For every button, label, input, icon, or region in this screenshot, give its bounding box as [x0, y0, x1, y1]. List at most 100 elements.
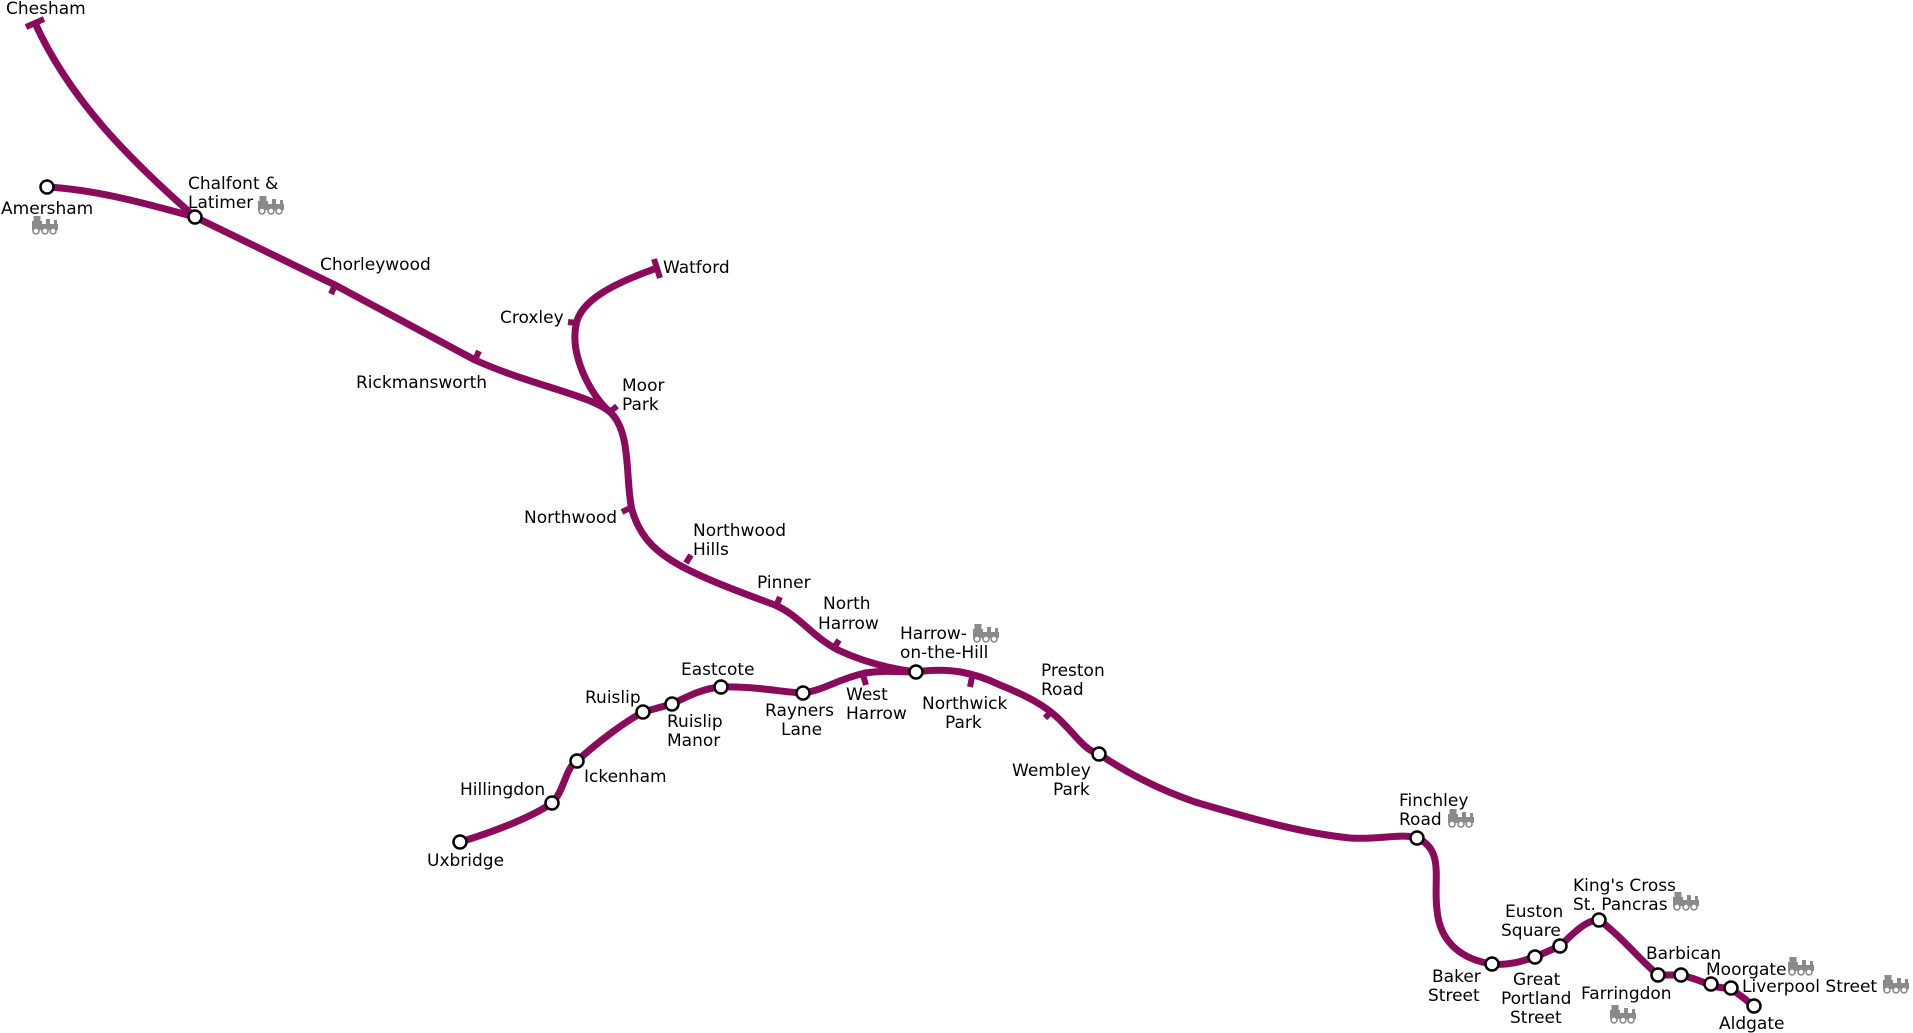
uxbridge-label[interactable]: Uxbridge	[427, 851, 504, 871]
pinner-tick	[773, 595, 783, 608]
kings-cross-label-line-1[interactable]: King's Cross	[1573, 876, 1676, 896]
chorleywood-tick	[328, 283, 338, 296]
ruislip-manor-label-line-2[interactable]: Manor	[667, 731, 720, 751]
finchley-road-label-line-2[interactable]: Road	[1399, 810, 1442, 830]
main-line-harrow-to-aldgate	[915, 666, 1757, 1010]
preston-road-label-line-1[interactable]: Preston	[1041, 661, 1105, 681]
farringdon-train-icon	[1609, 1004, 1637, 1024]
baker-street-label-line-2[interactable]: Street	[1428, 986, 1480, 1006]
wembley-park-label-line-1[interactable]: Wembley	[1012, 761, 1091, 781]
preston-road-label-line-2[interactable]: Road	[1041, 680, 1084, 700]
rayners-lane-label-line-1[interactable]: Rayners	[765, 701, 834, 721]
euston-square-label-line-1[interactable]: Euston	[1505, 902, 1563, 922]
ickenham-label[interactable]: Ickenham	[584, 767, 667, 787]
great-portland-label-line-1[interactable]: Great	[1513, 970, 1561, 990]
chalfont-latimer-train-icon	[257, 195, 285, 215]
farringdon-station[interactable]	[1650, 967, 1666, 983]
eastcote-label[interactable]: Eastcote	[681, 660, 755, 680]
moor-park-tick	[608, 403, 619, 415]
barbican-label[interactable]: Barbican	[1646, 944, 1721, 964]
baker-street-label-line-1[interactable]: Baker	[1432, 967, 1481, 987]
liverpool-street-label[interactable]: Liverpool Street	[1742, 977, 1877, 997]
great-portland-street-station[interactable]	[1527, 949, 1543, 965]
farringdon-label[interactable]: Farringdon	[1581, 984, 1672, 1004]
watford-label[interactable]: Watford	[663, 258, 730, 278]
kings-cross-label-line-2[interactable]: St. Pancras	[1573, 895, 1668, 915]
northwick-park-tick	[967, 676, 975, 688]
northwood-hills-tick	[683, 553, 694, 565]
rickmansworth-label[interactable]: Rickmansworth	[356, 373, 487, 393]
main-line-moor-park-to-harrow	[607, 409, 917, 676]
finchley-road-station[interactable]	[1409, 830, 1425, 846]
moor-park-label-line-1[interactable]: Moor	[622, 376, 664, 396]
great-portland-label-line-3[interactable]: Street	[1510, 1008, 1562, 1028]
liverpool-street-station[interactable]	[1723, 980, 1739, 996]
moorgate-station[interactable]	[1703, 976, 1719, 992]
north-harrow-tick	[831, 638, 842, 650]
wembley-park-station[interactable]	[1091, 746, 1107, 762]
hillingdon-station[interactable]	[544, 795, 560, 811]
croxley-label[interactable]: Croxley	[500, 308, 564, 328]
baker-street-station[interactable]	[1484, 956, 1500, 972]
rickmansworth-tick	[472, 349, 482, 362]
uxbridge-station[interactable]	[452, 834, 468, 850]
northwick-park-label-line-1[interactable]: Northwick	[922, 694, 1008, 714]
ickenham-station[interactable]	[569, 753, 585, 769]
aldgate-label[interactable]: Aldgate	[1719, 1014, 1784, 1033]
rayners-lane-station[interactable]	[795, 685, 811, 701]
station-ticks	[328, 283, 1055, 721]
kings-cross-st-pancras-station[interactable]	[1591, 912, 1607, 928]
chalfont-latimer-label-line-2[interactable]: Latimer	[188, 193, 253, 213]
ruislip-station[interactable]	[635, 704, 651, 720]
amersham-branch-line	[46, 183, 196, 221]
barbican-station[interactable]	[1673, 967, 1689, 983]
ruislip-manor-label-line-1[interactable]: Ruislip	[667, 712, 723, 732]
chesham-label[interactable]: Chesham	[6, 0, 86, 19]
harrow-on-the-hill-label-line-1[interactable]: Harrow-	[900, 624, 967, 644]
ruislip-manor-station[interactable]	[664, 696, 680, 712]
wembley-park-label-line-2[interactable]: Park	[1053, 780, 1090, 800]
watford-terminus-bar	[651, 258, 663, 279]
amersham-station[interactable]	[39, 179, 55, 195]
euston-square-station[interactable]	[1552, 938, 1568, 954]
terminus-markers	[24, 16, 663, 279]
west-harrow-tick	[860, 674, 869, 686]
route-lines	[31, 21, 1757, 1010]
station-circles	[39, 179, 1762, 1014]
finchley-road-train-icon	[1447, 808, 1475, 828]
northwood-tick	[620, 505, 632, 515]
preston-road-tick	[1042, 708, 1055, 721]
rayners-lane-label-line-2[interactable]: Lane	[781, 720, 822, 740]
euston-square-label-line-2[interactable]: Square	[1501, 921, 1561, 941]
finchley-road-label-line-1[interactable]: Finchley	[1399, 791, 1468, 811]
moorgate-train-icon	[1787, 956, 1815, 976]
aldgate-station[interactable]	[1746, 998, 1762, 1014]
northwood-hills-label-line-2[interactable]: Hills	[693, 540, 729, 560]
croxley-tick	[567, 319, 578, 326]
hillingdon-label[interactable]: Hillingdon	[460, 780, 545, 800]
north-harrow-label-line-2[interactable]: Harrow	[818, 614, 879, 634]
harrow-on-the-hill-station[interactable]	[908, 664, 924, 680]
west-harrow-label-line-1[interactable]: West	[846, 685, 888, 705]
northwick-park-label-line-2[interactable]: Park	[945, 713, 982, 733]
harrow-on-the-hill-label-line-2[interactable]: on-the-Hill	[900, 643, 988, 663]
pinner-label[interactable]: Pinner	[757, 573, 811, 593]
harrow-on-the-hill-train-icon	[972, 623, 1000, 643]
moor-park-label-line-2[interactable]: Park	[622, 395, 659, 415]
kings-cross-train-icon	[1672, 891, 1700, 911]
northwood-label[interactable]: Northwood	[524, 508, 617, 528]
north-harrow-label-line-1[interactable]: North	[823, 594, 871, 614]
chorleywood-label[interactable]: Chorleywood	[320, 255, 431, 275]
northwood-hills-label-line-1[interactable]: Northwood	[693, 521, 786, 541]
chesham-terminus-bar	[24, 16, 46, 30]
west-harrow-label-line-2[interactable]: Harrow	[846, 704, 907, 724]
ruislip-label[interactable]: Ruislip	[585, 688, 641, 708]
great-portland-label-line-2[interactable]: Portland	[1501, 989, 1571, 1009]
amersham-label[interactable]: Amersham	[1, 199, 93, 219]
chalfont-latimer-station[interactable]	[187, 209, 203, 225]
liverpool-street-train-icon	[1882, 974, 1910, 994]
eastcote-station[interactable]	[713, 679, 729, 695]
chalfont-latimer-label-line-1[interactable]: Chalfont &	[188, 174, 278, 194]
moorgate-label[interactable]: Moorgate	[1706, 960, 1787, 980]
